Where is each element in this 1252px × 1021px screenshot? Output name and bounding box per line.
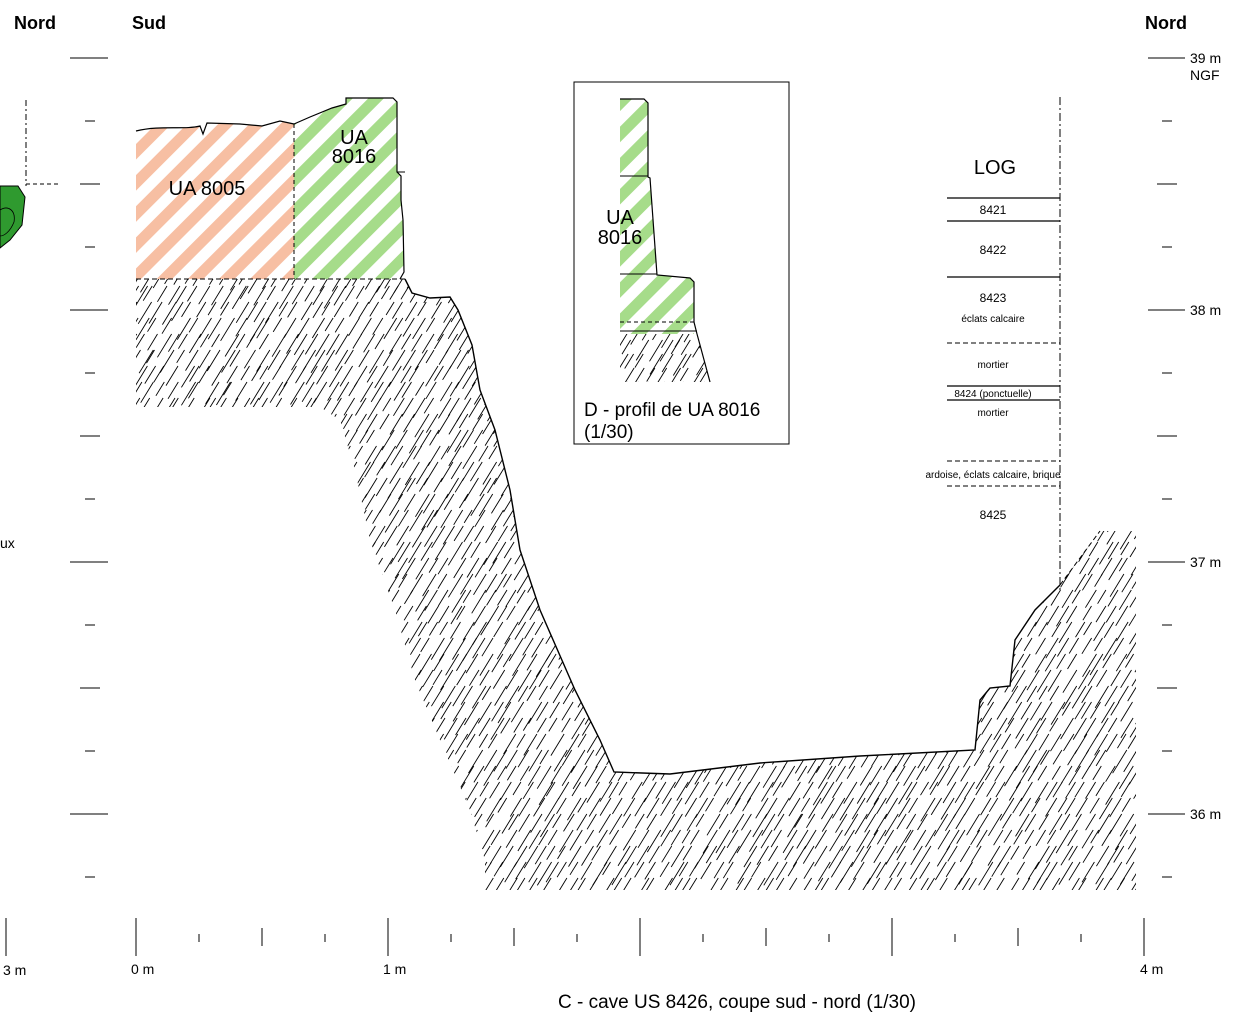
header-nord-left: Nord [14,13,56,33]
left-fragment-shape [0,185,26,249]
cave-profile-line [404,278,1061,775]
inset-caption-line1: D - profil de UA 8016 [584,400,760,421]
ua-8005-label: UA 8005 [169,178,246,200]
right-elevation-ticks [1148,57,1185,878]
cave-profile-dashed [1059,530,1101,586]
ua-8016-area [294,98,404,279]
ua-8016-label-line1: UA [340,127,368,149]
inset-profile-d [573,81,790,445]
scale-label-3m: 3 m [3,962,26,978]
log-column [947,97,1061,590]
log-layer: 8423 [980,291,1007,305]
header-nord-right: Nord [1145,13,1187,33]
ua-8005-area [136,121,294,279]
elevation-ngf: NGF [1190,67,1220,83]
header-sud: Sud [132,13,166,33]
left-elevation-ticks [70,57,108,878]
scale-bar [5,918,1145,956]
left-fragment-label: ux [0,535,15,551]
log-layer: 8425 [980,508,1007,522]
elevation-38m: 38 m [1190,302,1221,318]
scale-label-0m: 0 m [131,961,154,977]
left-fragment [0,100,58,249]
log-layer-note: éclats calcaire [961,314,1025,325]
scale-label-4m: 4 m [1140,961,1163,977]
log-layer-note: ardoise, éclats calcaire, brique [925,470,1061,481]
log-layer-note: mortier [977,408,1009,419]
inset-ua-8016-area [620,99,694,334]
elevation-36m: 36 m [1190,806,1221,822]
log-layer: 8424 (ponctuelle) [954,389,1031,400]
scale-label-1m: 1 m [383,961,406,977]
figure-caption: C - cave US 8426, coupe sud - nord (1/30… [558,992,916,1013]
log-layer-note: mortier [977,360,1009,371]
elevation-39m: 39 m [1190,50,1221,66]
elevation-37m: 37 m [1190,554,1221,570]
inset-caption-line2: (1/30) [584,422,634,443]
log-layer: 8421 [980,203,1007,217]
inset-frame [573,81,790,445]
log-title: LOG [974,157,1016,179]
inset-ua-label-line1: UA [606,207,634,229]
log-layer: 8422 [980,243,1007,257]
inset-ua-label-line2: 8016 [598,227,643,249]
ua-8016-label-line2: 8016 [332,146,377,168]
